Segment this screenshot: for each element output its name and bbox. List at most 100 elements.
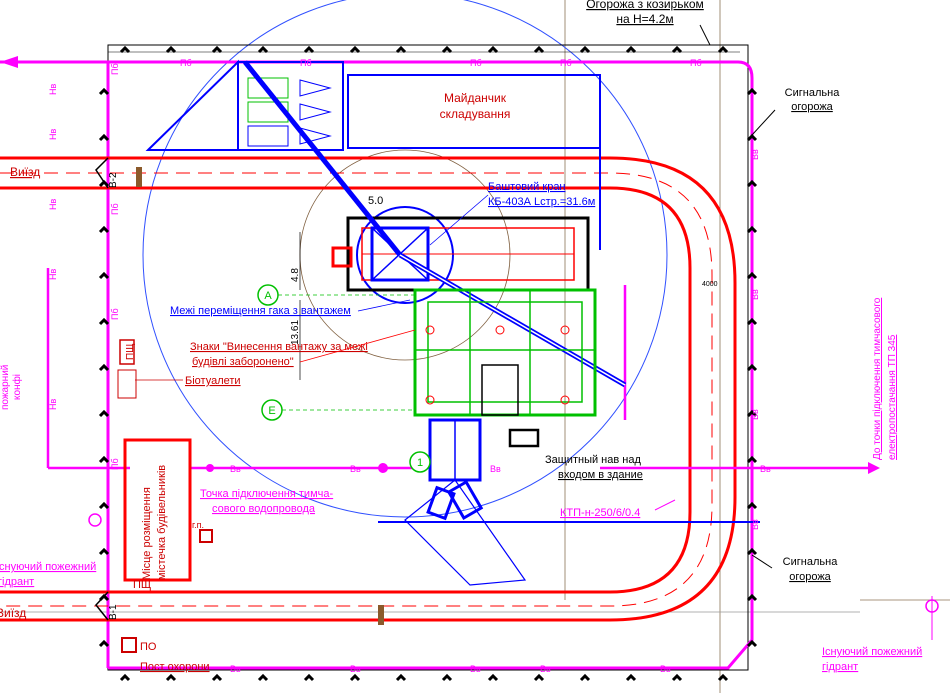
fence-post xyxy=(746,639,758,648)
parking-area xyxy=(145,59,344,151)
line-tag: Вв xyxy=(490,464,501,474)
post-label: Пост охорони xyxy=(140,661,210,673)
water-conn-point xyxy=(206,464,214,472)
line-tag: Вв xyxy=(350,464,361,474)
fence-post xyxy=(671,45,683,54)
axis-e: Е xyxy=(268,405,275,417)
po-label: ПО xyxy=(140,641,157,653)
protective-canopy xyxy=(508,428,540,448)
fence-post xyxy=(746,593,758,602)
crane-inner-circle xyxy=(356,206,454,304)
water-line xyxy=(46,268,870,470)
line-tag: Пб xyxy=(690,58,702,68)
fence-post xyxy=(717,45,729,54)
hydrant-left-1: Існуючий пожежний xyxy=(0,561,96,573)
fence-post xyxy=(487,45,499,54)
arrow-right-icon xyxy=(868,462,880,474)
gate-bottom xyxy=(95,591,109,621)
crane-reach-circle xyxy=(142,0,668,518)
dim-4000: 4000 xyxy=(702,281,718,288)
line-tag: Нв xyxy=(48,129,58,140)
temp-fence xyxy=(0,60,754,670)
dim-1361: 13.61 xyxy=(290,320,301,345)
line-tag: Пб xyxy=(470,58,482,68)
line-tag: Нв xyxy=(48,84,58,95)
crane-label-1: Баштовий кран xyxy=(488,181,566,193)
gp-label: г.п. xyxy=(192,520,204,530)
fence-post xyxy=(717,673,729,682)
fence-post xyxy=(746,363,758,372)
fence-post xyxy=(746,179,758,188)
storage-label-2: складування xyxy=(440,107,511,121)
elec-conn-1: До точки підключення тимчасового xyxy=(872,297,883,460)
fence-post xyxy=(165,673,177,682)
fence-post xyxy=(746,225,758,234)
water-conn-point-2 xyxy=(378,463,388,473)
fence-post xyxy=(211,45,223,54)
dim-48: 4.8 xyxy=(290,268,301,282)
gate-top xyxy=(95,157,109,189)
fence-post xyxy=(625,45,637,54)
kp-marker xyxy=(378,605,384,625)
line-tag: Пб xyxy=(110,203,120,215)
crane-counterweight xyxy=(331,246,353,268)
fence-post xyxy=(487,673,499,682)
crane-label-2: КБ-403А Lстр.=31.6м xyxy=(488,196,595,208)
axis-a: А xyxy=(264,290,272,302)
fence-post xyxy=(746,271,758,280)
signal-fence-top-2: огорожа xyxy=(791,101,833,113)
town-label-1: Місце розміщення xyxy=(141,487,153,580)
hydrant-right-2: гідрант xyxy=(822,661,858,673)
line-tag: Вв xyxy=(540,664,551,674)
fence-post xyxy=(579,45,591,54)
storage-area xyxy=(347,74,601,149)
canopy-fence-height: на Н=4.2м xyxy=(616,12,673,26)
hydrant-right-1: Існуючий пожежний xyxy=(822,646,922,658)
exit-label-bottom: Виїзд xyxy=(0,606,26,620)
pshch-top: ПЩ xyxy=(125,343,136,360)
fence-post xyxy=(395,673,407,682)
left-vertical-1: пожарний xyxy=(0,365,11,410)
pshch-bottom: ПЩ xyxy=(133,579,151,591)
fence-post xyxy=(165,45,177,54)
elec-conn-2: електропостачання ТП 345 xyxy=(887,334,898,460)
line-tag: Нв xyxy=(48,269,58,280)
fence-post xyxy=(98,225,110,234)
ktp-label: КТП-н-250/6/0.4 xyxy=(560,507,640,519)
fence-post xyxy=(257,673,269,682)
vehicle-path xyxy=(404,479,527,586)
protective-label-2: входом в здание xyxy=(558,469,643,481)
line-tag: Пб xyxy=(300,58,312,68)
fire-panel-top xyxy=(119,339,135,365)
fence-post xyxy=(98,501,110,510)
fence-post xyxy=(395,45,407,54)
fence-post xyxy=(98,317,110,326)
crane-base xyxy=(370,226,430,282)
fence-post xyxy=(746,133,758,142)
gp-box xyxy=(199,529,213,543)
line-tag: Пб xyxy=(110,458,120,470)
fence-post xyxy=(533,45,545,54)
fence-post xyxy=(746,317,758,326)
fence-post xyxy=(625,673,637,682)
fence-post xyxy=(746,87,758,96)
fence-post xyxy=(349,673,361,682)
fence-post xyxy=(303,673,315,682)
fence-post xyxy=(257,45,269,54)
fence-post xyxy=(98,87,110,96)
line-tag: Вв xyxy=(470,664,481,674)
fence-post xyxy=(746,409,758,418)
fence-post xyxy=(98,271,110,280)
fence-post xyxy=(98,409,110,418)
line-tag: Вв xyxy=(230,464,241,474)
canopy-fence-label: Огорожа з козирьком xyxy=(586,0,704,11)
temp-road xyxy=(0,156,737,622)
line-tag: Вв xyxy=(750,519,760,530)
signal-fence-bottom-2: огорожа xyxy=(789,571,831,583)
fence-post xyxy=(746,455,758,464)
fence-post xyxy=(579,673,591,682)
signal-fence-bottom-1: Сигнальна xyxy=(783,556,839,568)
axis-1: 1 xyxy=(417,457,423,469)
building xyxy=(413,288,597,417)
